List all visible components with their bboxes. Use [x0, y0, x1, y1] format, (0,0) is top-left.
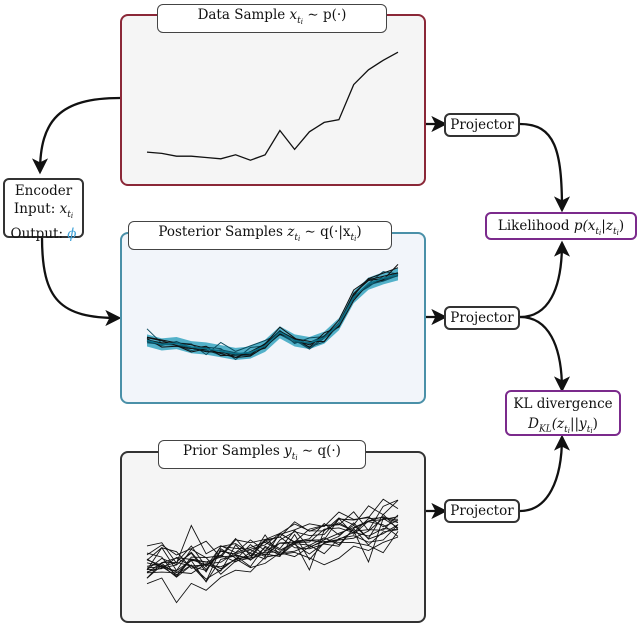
likelihood-sub: t [595, 226, 600, 237]
likelihood-box: Likelihood p(xti|zti) [485, 212, 637, 240]
encoder-output: Output: ϕ [5, 225, 82, 243]
prior-sample-line [146, 524, 399, 577]
posterior-samples-panel [120, 232, 426, 404]
projector-bottom-to-kl-arrow [519, 434, 571, 513]
projector-bottom-label: Projector [450, 503, 514, 519]
posterior-samples-plot [146, 264, 399, 361]
encoder-input-label: Input: [13, 201, 60, 217]
prior-samples-plot [146, 498, 399, 604]
projector-top-to-likelihood-arrow [519, 122, 571, 213]
data-sample-dist: ∼ p(·) [303, 7, 347, 23]
likelihood-subsub: i [599, 228, 602, 237]
projector-top-label: Projector [450, 117, 514, 133]
encoder-to-posterior-arrow [40, 236, 122, 327]
data-to-encoder-arrow [31, 96, 121, 175]
prior-sample-line [146, 499, 399, 558]
projector-middle-label: Projector [450, 310, 514, 326]
data-sample-title: Data Sample [197, 7, 290, 23]
kl-sub2: t [586, 424, 591, 435]
encoder-title: Encoder [14, 183, 73, 199]
data-sample-label: Data Sample xti ∼ p(·) [157, 4, 387, 33]
kl-subsub: i [567, 426, 570, 435]
posterior-sample-line [146, 264, 399, 358]
prior-sample-line [146, 521, 399, 571]
encoder-box: Encoder Input: xti Output: ϕ [3, 178, 84, 242]
posterior-close: ) [356, 224, 362, 240]
data-sample-line [146, 51, 399, 161]
encoder-input-subsub: i [70, 211, 74, 220]
kl-close: ) [592, 416, 598, 432]
kl-d: D [528, 416, 539, 432]
posterior-dist: ∼ q(·|x [300, 224, 351, 240]
likelihood-mid: |z [601, 218, 613, 234]
posterior-subsub: i [298, 234, 301, 243]
kl-d-sub: KL [538, 424, 552, 435]
likelihood-label: Likelihood [497, 218, 574, 234]
prior-subsub: i [295, 453, 298, 462]
posterior-var: z [287, 224, 295, 240]
prior-samples-panel [120, 451, 426, 623]
kl-subsub2: i [590, 426, 593, 435]
posterior-samples-label: Posterior Samples zti ∼ q(·|xti) [128, 221, 392, 250]
kl-open: (z [551, 416, 565, 432]
prior-sample-line [146, 516, 399, 573]
prior-sample-line [146, 528, 399, 580]
projector-middle: Projector [444, 306, 520, 330]
prior-sample-line [146, 517, 399, 571]
posterior-cond-sub: t [350, 232, 355, 243]
likelihood-math: p(x [573, 218, 596, 234]
encoder-input: Input: xti [5, 200, 82, 225]
data-sample-var: x [289, 7, 298, 23]
encoder-input-var: x [59, 201, 68, 217]
prior-sample-line [146, 536, 399, 604]
kl-title: KL divergence [513, 396, 613, 412]
encoder-input-sub: t [67, 209, 71, 220]
projector-top: Projector [444, 113, 520, 137]
posterior-mean-line [146, 273, 399, 355]
prior-sub: t [291, 451, 296, 462]
encoder-output-var: ϕ [67, 225, 77, 242]
posterior-sub: t [294, 232, 298, 243]
prior-sample-line [146, 528, 399, 579]
kl-mid: ||y [569, 416, 587, 432]
kl-formula: DKL(zti||yti) [507, 414, 619, 441]
projector-mid-to-kl-arrow [519, 315, 571, 393]
posterior-sample-line [146, 273, 399, 359]
prior-samples-label: Prior Samples yti ∼ q(·) [158, 440, 366, 469]
data-sample-panel [120, 14, 426, 186]
data-sample-subsub: i [300, 17, 304, 26]
posterior-cond-subsub: i [354, 234, 357, 243]
data-sample-sub: t [297, 15, 301, 26]
posterior-title: Posterior Samples [158, 224, 288, 240]
prior-var: y [284, 443, 292, 459]
likelihood-close: ) [618, 218, 625, 234]
prior-dist: ∼ q(·) [297, 443, 341, 459]
data-sample-plot [146, 51, 399, 161]
kl-sub: t [564, 424, 568, 435]
prior-sample-line [146, 522, 399, 583]
kl-divergence-box: KL divergence DKL(zti||yti) [505, 390, 621, 436]
projector-mid-to-likelihood-arrow [519, 240, 571, 319]
prior-title: Prior Samples [183, 443, 285, 459]
projector-bottom: Projector [444, 499, 520, 523]
likelihood-subsub2: i [616, 228, 619, 237]
encoder-output-label: Output: [10, 225, 68, 242]
likelihood-sub2: t [612, 226, 617, 237]
